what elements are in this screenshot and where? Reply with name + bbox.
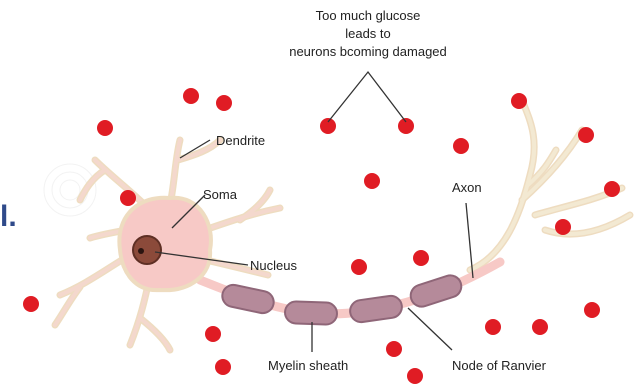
glucose-dot bbox=[205, 326, 221, 342]
label-myelin-sheath: Myelin sheath bbox=[268, 358, 348, 374]
glucose-dot bbox=[183, 88, 199, 104]
glucose-dot bbox=[413, 250, 429, 266]
callout-line-1: Too much glucose bbox=[248, 7, 488, 25]
label-axon: Axon bbox=[452, 180, 482, 196]
glucose-dot bbox=[364, 173, 380, 189]
myelin-segment bbox=[349, 294, 404, 323]
label-dendrite: Dendrite bbox=[216, 133, 265, 149]
myelin-segment bbox=[285, 301, 338, 325]
glucose-dot bbox=[578, 127, 594, 143]
glucose-dot bbox=[386, 341, 402, 357]
glucose-dot bbox=[511, 93, 527, 109]
node-leader bbox=[408, 308, 452, 350]
glucose-dot bbox=[407, 368, 423, 384]
glucose-dot bbox=[604, 181, 620, 197]
glucose-dot bbox=[215, 359, 231, 375]
glucose-dot bbox=[351, 259, 367, 275]
glucose-dot bbox=[532, 319, 548, 335]
glucose-dot bbox=[216, 95, 232, 111]
soma bbox=[119, 198, 211, 290]
label-nucleus: Nucleus bbox=[250, 258, 297, 274]
glucose-dot bbox=[97, 120, 113, 136]
callout-line-2: leads to bbox=[248, 25, 488, 43]
myelin-segment bbox=[408, 273, 464, 310]
glucose-dot bbox=[584, 302, 600, 318]
edge-glyph: l. bbox=[0, 200, 17, 234]
glucose-dot bbox=[485, 319, 501, 335]
glucose-dot bbox=[555, 219, 571, 235]
glucose-dot bbox=[23, 296, 39, 312]
glucose-dot bbox=[398, 118, 414, 134]
glucose-dot bbox=[453, 138, 469, 154]
glucose-dot bbox=[120, 190, 136, 206]
callout-leader bbox=[328, 72, 406, 122]
label-soma: Soma bbox=[203, 187, 237, 203]
callout-line-3: neurons bcoming damaged bbox=[248, 43, 488, 61]
label-node-of-ranvier: Node of Ranvier bbox=[452, 358, 546, 374]
nucleus bbox=[133, 236, 161, 264]
myelin-segment bbox=[220, 283, 275, 315]
nucleolus bbox=[138, 248, 144, 254]
glucose-dot bbox=[320, 118, 336, 134]
glucose-callout: Too much glucose leads to neurons bcomin… bbox=[248, 7, 488, 61]
